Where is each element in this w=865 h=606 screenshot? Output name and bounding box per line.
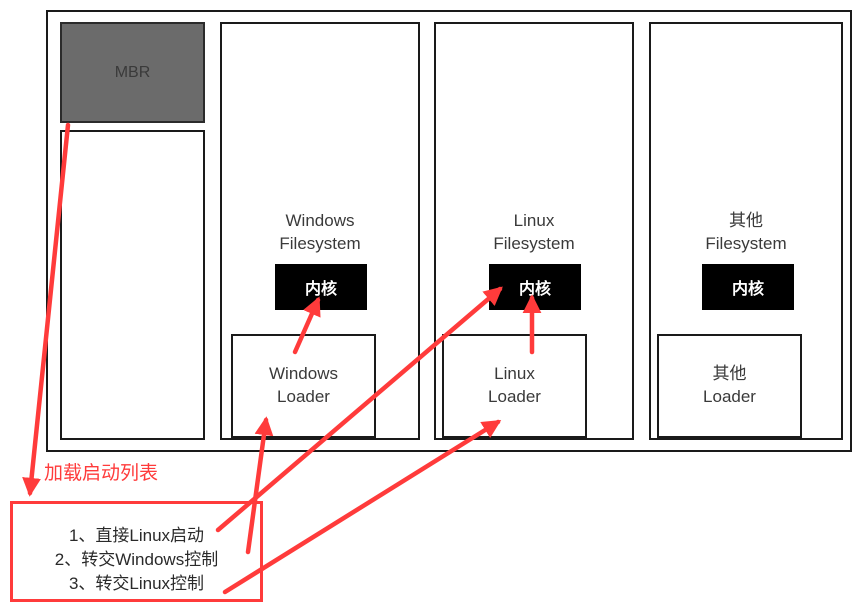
other-loader-line1: 其他: [712, 364, 747, 383]
boot-menu-item-3: 3、转交Linux控制: [68, 574, 205, 593]
linux-fs-line1: Linux: [513, 211, 555, 230]
menu-item3-to-linux-loader-arrow: [222, 419, 502, 595]
boot-sector-area: [60, 130, 205, 440]
boot-menu-title: 加载启动列表: [44, 463, 159, 484]
windows-fs-line2: Filesystem: [279, 234, 361, 253]
menu-item2-to-windows-loader-arrow: [245, 416, 274, 555]
linux-loader-line2: Loader: [488, 387, 541, 406]
mbr-label: MBR: [114, 64, 151, 81]
partition-linux: Linux Filesystem 内核 Linux Loader: [434, 22, 634, 440]
partition-windows: Windows Filesystem 内核 Windows Loader: [220, 22, 420, 440]
windows-fs-line1: Windows: [285, 211, 355, 230]
menu-item1-to-linux-kernel-arrow: [215, 286, 503, 533]
windows-kernel: 内核: [275, 264, 367, 310]
mbr-to-menu-arrow: [22, 122, 71, 497]
other-kernel: 内核: [702, 264, 794, 310]
mbr-block: MBR: [60, 22, 205, 123]
other-loader: 其他 Loader: [657, 334, 802, 438]
linux-loader-line1: Linux: [494, 364, 535, 383]
windows-loader-to-kernel-arrow: [292, 296, 321, 355]
boot-menu-item-1: 1、直接Linux启动: [68, 526, 205, 545]
other-fs-line1: 其他: [729, 211, 763, 230]
windows-loader-line1: Windows: [269, 364, 338, 383]
linux-kernel: 内核: [489, 264, 581, 310]
other-fs-line2: Filesystem: [705, 234, 787, 253]
partition-other: 其他 Filesystem 内核 其他 Loader: [649, 22, 843, 440]
other-loader-line2: Loader: [703, 387, 756, 406]
linux-fs-line2: Filesystem: [493, 234, 575, 253]
boot-menu-box: 1、直接Linux启动 2、转交Windows控制 3、转交Linux控制: [10, 501, 263, 602]
boot-menu-item-2: 2、转交Windows控制: [54, 550, 219, 569]
linux-loader: Linux Loader: [442, 334, 587, 438]
windows-loader-line2: Loader: [277, 387, 330, 406]
